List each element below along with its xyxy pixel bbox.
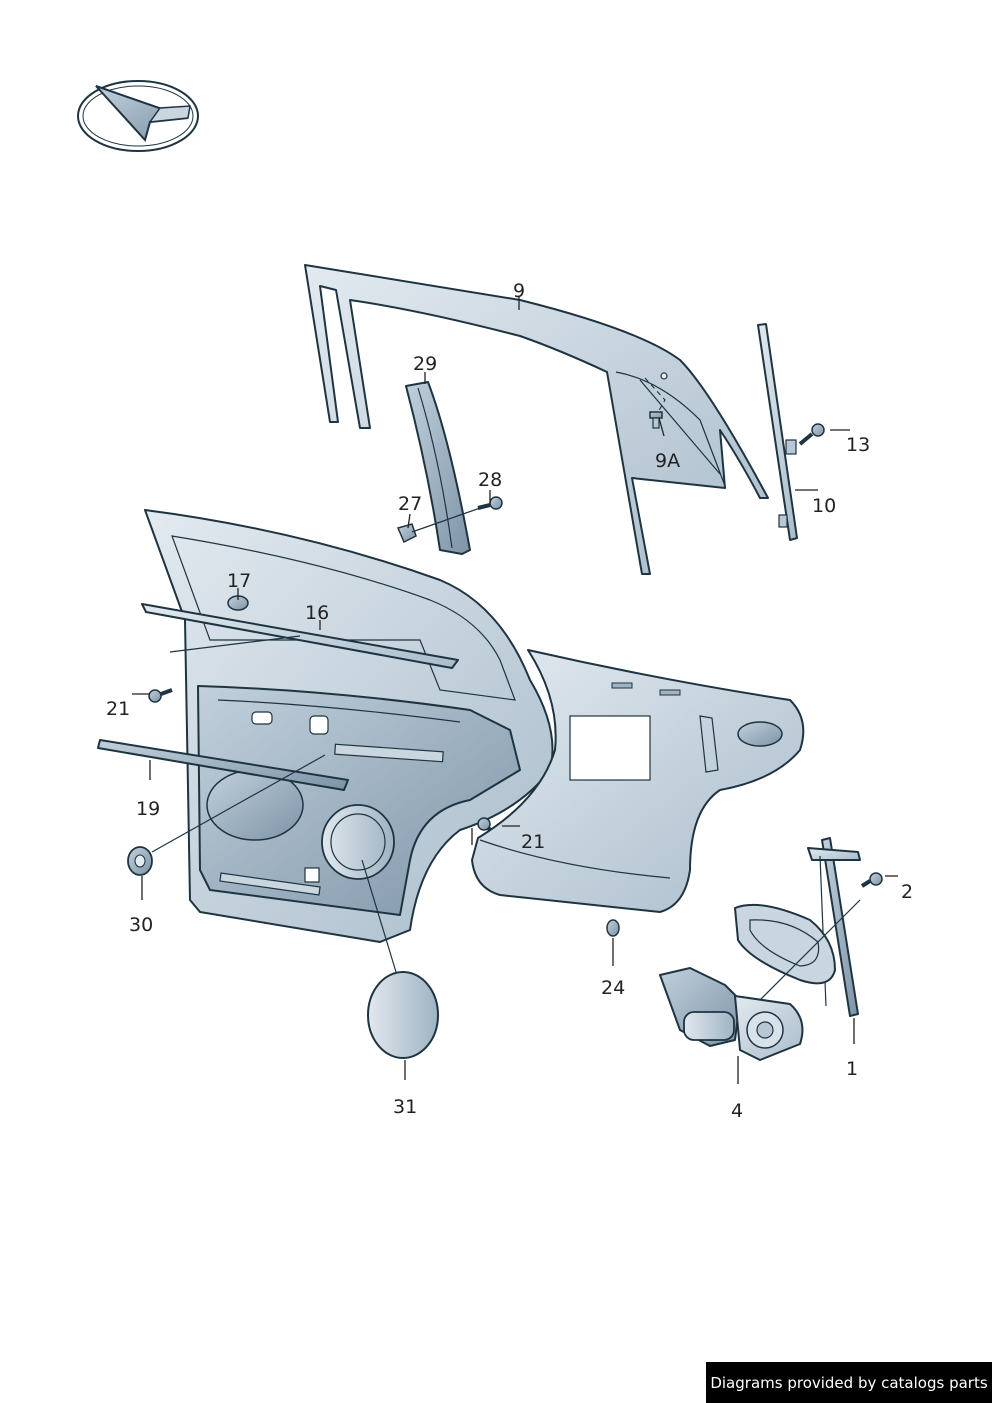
callout-19: 19 [136, 798, 160, 820]
callout-21-left: 21 [106, 698, 130, 720]
part-31-cover [367, 971, 439, 1059]
part-29-pillar-trim [405, 381, 471, 555]
part-13-screw [798, 423, 825, 446]
callout-17: 17 [227, 570, 251, 592]
leader-lines [132, 296, 898, 1084]
callout-24: 24 [601, 977, 625, 999]
callout-4: 4 [731, 1100, 743, 1122]
callout-2: 2 [901, 881, 913, 903]
callout-16: 16 [305, 602, 329, 624]
direction-arrow-logo-icon [77, 80, 199, 152]
footer-text: Diagrams provided by catalogs parts [710, 1373, 988, 1392]
part-30-grommet [127, 846, 153, 876]
callout-13: 13 [846, 434, 870, 456]
part-1-window-regulator [734, 837, 861, 1017]
part-24-clip [606, 919, 620, 937]
callout-27: 27 [398, 493, 422, 515]
part-21-screw-left [148, 688, 173, 703]
callout-31: 31 [393, 1096, 417, 1118]
callout-30: 30 [129, 914, 153, 936]
callout-1: 1 [846, 1058, 858, 1080]
callout-21-right: 21 [521, 831, 545, 853]
part-9-window-frame [304, 264, 769, 575]
part-10-guide-rail [757, 323, 798, 541]
callout-29: 29 [413, 353, 437, 375]
callout-10: 10 [812, 495, 836, 517]
callout-28: 28 [478, 469, 502, 491]
part-9a-screw [649, 411, 663, 429]
part-27-clip [396, 523, 417, 544]
inner-trim-panel [471, 649, 805, 913]
part-4-motor [659, 967, 804, 1061]
footer-credit: Diagrams provided by catalogs parts [706, 1362, 992, 1403]
callout-9a: 9A [655, 450, 680, 472]
part-2-screw [860, 872, 883, 888]
callout-9: 9 [513, 280, 525, 302]
